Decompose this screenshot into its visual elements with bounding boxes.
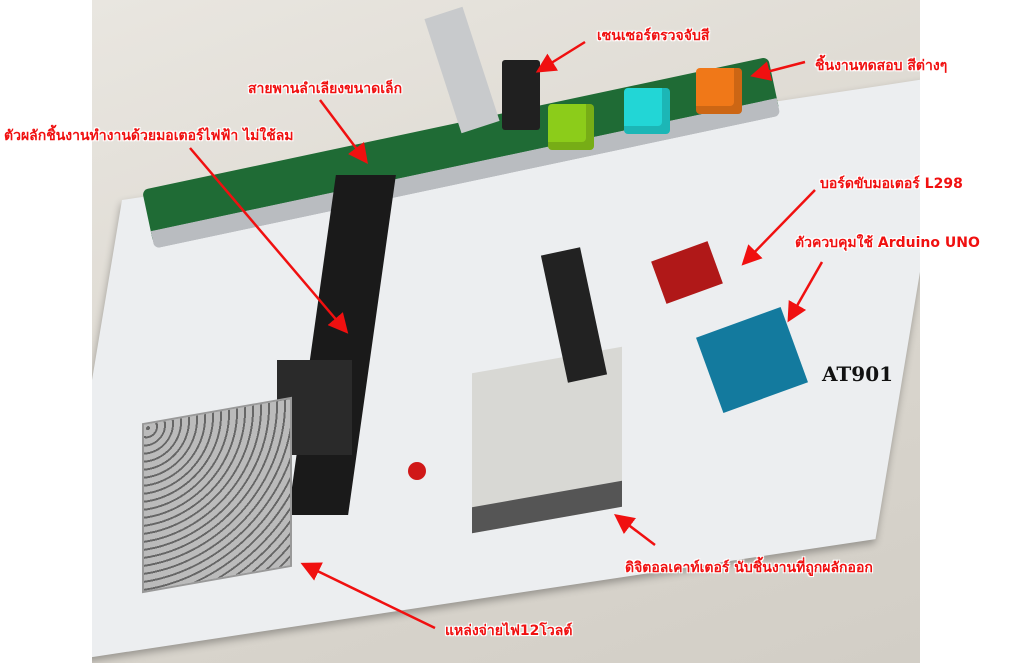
color-sensor bbox=[502, 60, 540, 130]
product-photo: AT901 bbox=[92, 0, 920, 663]
label-color-sensor: เซนเซอร์ตรวจจับสี bbox=[597, 28, 710, 44]
orange-cube bbox=[696, 68, 742, 114]
red-button bbox=[408, 462, 426, 480]
power-supply bbox=[142, 396, 292, 594]
label-motor-driver: บอร์ดขับมอเตอร์ L298 bbox=[820, 176, 963, 192]
label-controller: ตัวควบคุมใช้ Arduino UNO bbox=[795, 235, 980, 251]
green-cube bbox=[548, 104, 594, 150]
cyan-cube bbox=[624, 88, 670, 134]
label-pusher: ตัวผลักชิ้นงานทำงานด้วยมอเตอร์ไฟฟ้า ไม่ใ… bbox=[4, 128, 294, 144]
label-counter: ดิจิตอลเคาท์เตอร์ นับชิ้นงานที่ถูกผลักออ… bbox=[625, 560, 873, 576]
label-conveyor: สายพานลำเลียงขนาดเล็ก bbox=[248, 81, 403, 97]
board-label: AT901 bbox=[822, 362, 894, 386]
label-power-supply: แหล่งจ่ายไฟ12โวลต์ bbox=[445, 623, 573, 639]
label-test-pieces: ชิ้นงานทดสอบ สีต่างๆ bbox=[815, 58, 948, 74]
sensor-mount bbox=[424, 6, 500, 134]
